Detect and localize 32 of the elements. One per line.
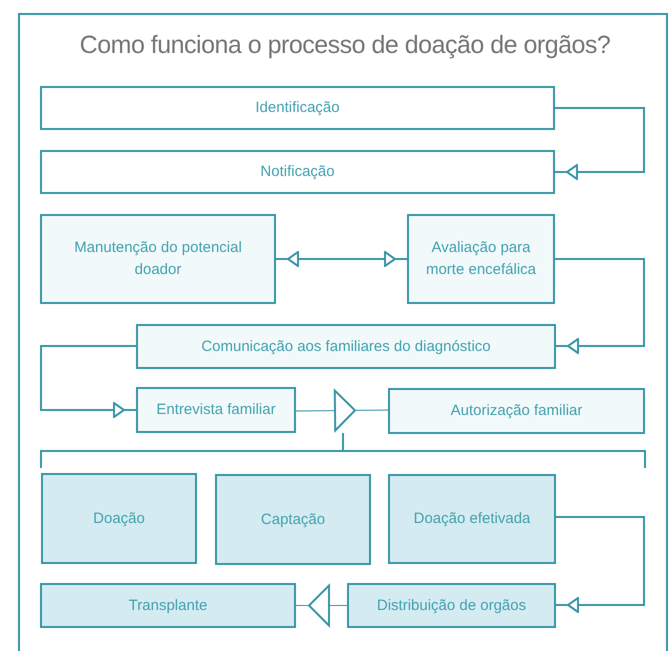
process-box	[407, 214, 555, 304]
chevron-arrow	[296, 390, 388, 432]
process-box	[388, 388, 645, 434]
process-box	[215, 474, 371, 565]
box-label: Notificação	[260, 162, 335, 182]
chevron-arrow	[296, 584, 348, 626]
box-label: Manutenção do potencial doador	[73, 238, 243, 280]
process-box	[347, 583, 556, 628]
box-label: Entrevista familiar	[156, 400, 276, 420]
box-label: Comunicação aos familiares do diagnóstico	[201, 336, 491, 356]
process-box	[41, 473, 197, 564]
title: Como funciona o processo de doação de orgãos?	[78, 30, 612, 61]
box-label: Identificação	[255, 98, 340, 118]
arrow	[276, 251, 407, 267]
box-label: Distribuição de orgãos	[376, 596, 526, 616]
box-label: Doação efetivada	[414, 509, 530, 529]
process-box	[40, 583, 296, 628]
box-label: Avaliação para morte encefálica	[424, 238, 538, 280]
arrow	[555, 107, 645, 180]
process-box	[40, 150, 555, 194]
box-label: Captação	[260, 510, 326, 530]
arrow	[556, 516, 645, 613]
arrow	[40, 345, 136, 418]
box-label: Autorização familiar	[450, 401, 582, 421]
box-label: Transplante	[128, 596, 208, 616]
process-box	[388, 474, 556, 564]
process-box	[40, 214, 276, 304]
arrow	[555, 258, 645, 354]
box-label: Doação	[93, 508, 145, 528]
process-box	[40, 86, 555, 130]
process-box	[136, 324, 556, 369]
process-box	[136, 387, 296, 433]
